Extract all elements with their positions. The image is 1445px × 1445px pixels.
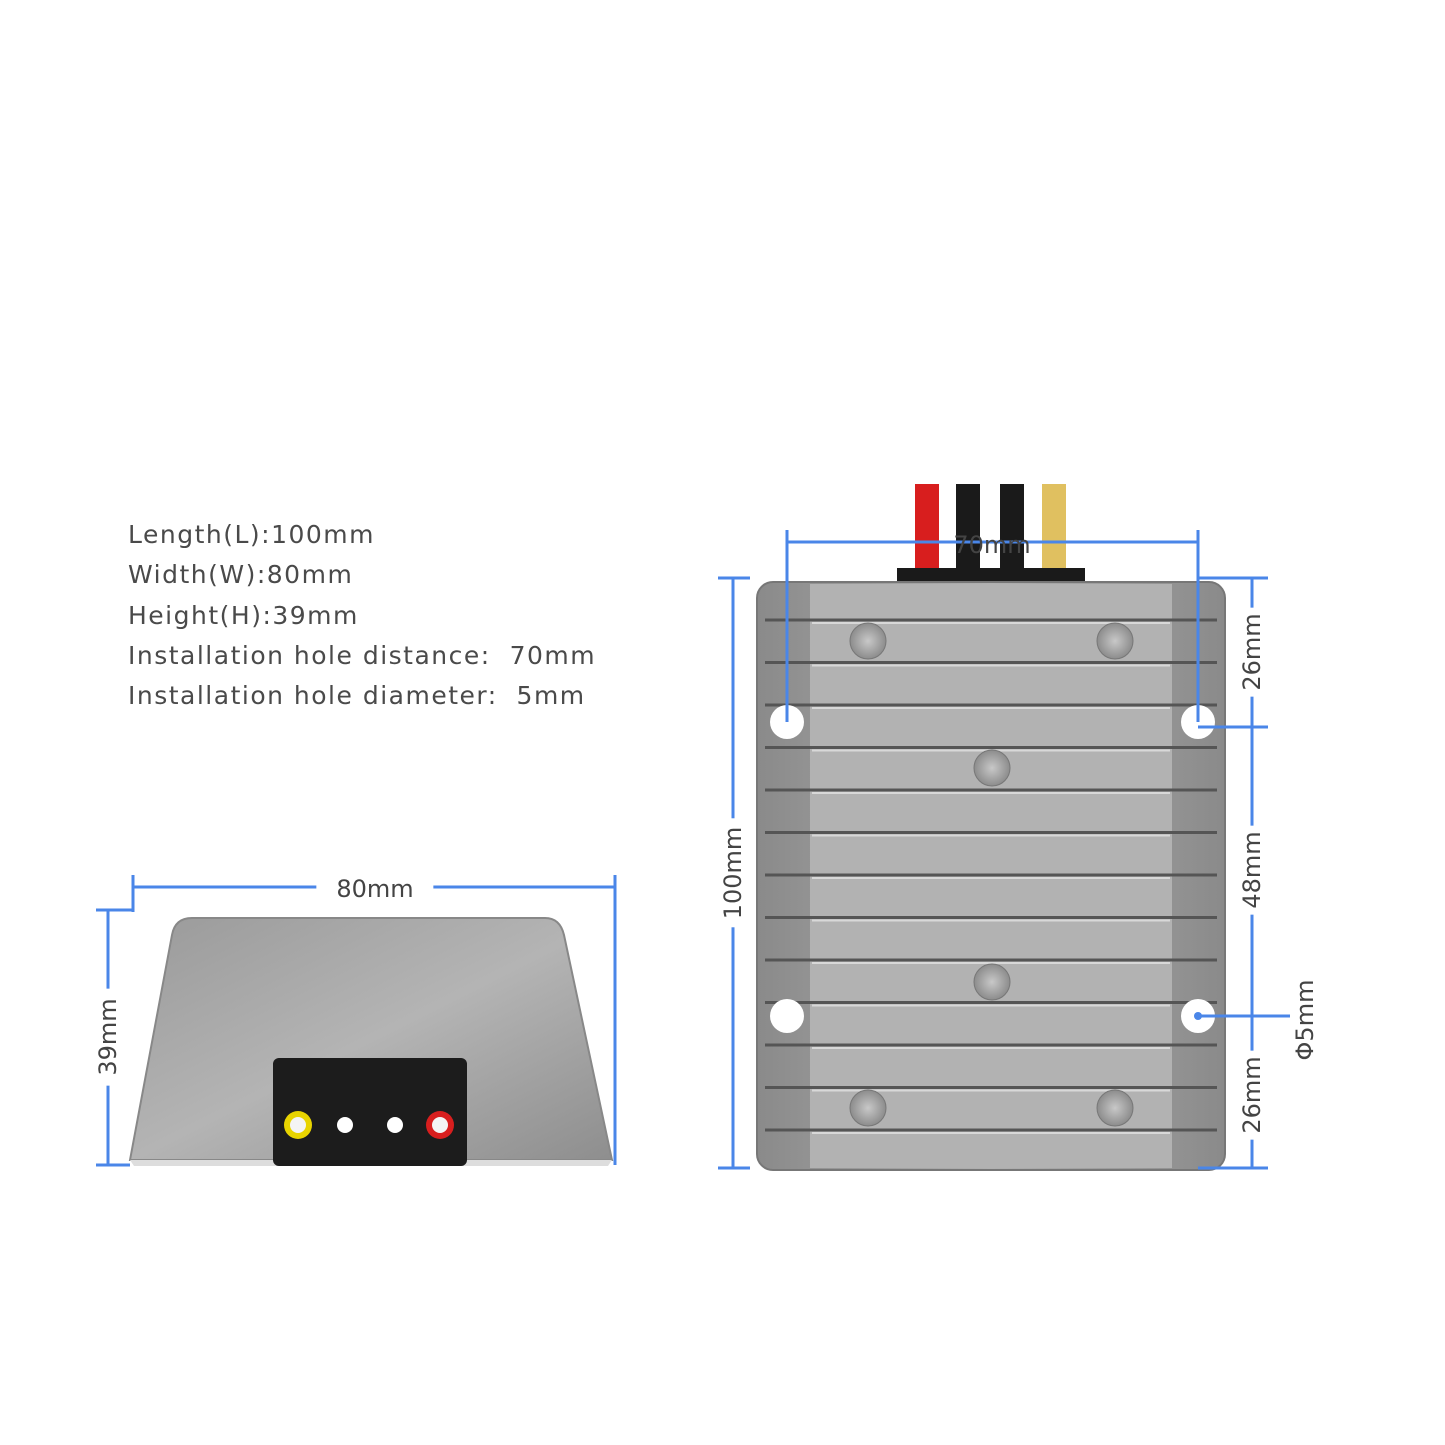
connector-panel <box>273 1058 467 1166</box>
connector-pin <box>387 1117 403 1133</box>
wire-gland <box>897 568 1085 582</box>
top-offset-label: 26mm <box>1238 607 1266 697</box>
length-dimension-label: 100mm <box>719 818 747 928</box>
wire <box>1000 484 1024 572</box>
wire <box>915 484 939 572</box>
spec-hole-diameter: Installation hole diameter: 5mm <box>128 681 586 710</box>
connector-pin <box>337 1117 353 1133</box>
hole-diameter-label: Φ5mm <box>1291 979 1319 1061</box>
bolt-head <box>1096 622 1134 660</box>
connector-pin <box>290 1117 306 1133</box>
width-dimension-label: 80mm <box>316 875 434 903</box>
spec-length: Length(L):100mm <box>128 520 376 549</box>
connector-pin <box>432 1117 448 1133</box>
top-view-housing <box>756 581 1226 1171</box>
spec-hole-distance: Installation hole distance: 70mm <box>128 641 597 670</box>
bolt-head <box>849 1089 887 1127</box>
spec-height: Height(H):39mm <box>128 601 359 630</box>
spec-width: Width(W):80mm <box>128 560 354 589</box>
mounting-hole <box>770 999 804 1033</box>
hole-distance-label: 70mm <box>953 531 1031 559</box>
front-view-housing <box>128 917 614 1166</box>
wire <box>956 484 980 572</box>
bolt-head <box>1096 1089 1134 1127</box>
bolt-head <box>849 622 887 660</box>
wires <box>915 484 1066 572</box>
bottom-offset-label: 26mm <box>1238 1050 1266 1140</box>
wire <box>1042 484 1066 572</box>
bolt-head <box>973 963 1011 1001</box>
height-dimension-label: 39mm <box>94 988 122 1086</box>
hole-spacing-label: 48mm <box>1238 825 1266 915</box>
bolt-head <box>973 749 1011 787</box>
